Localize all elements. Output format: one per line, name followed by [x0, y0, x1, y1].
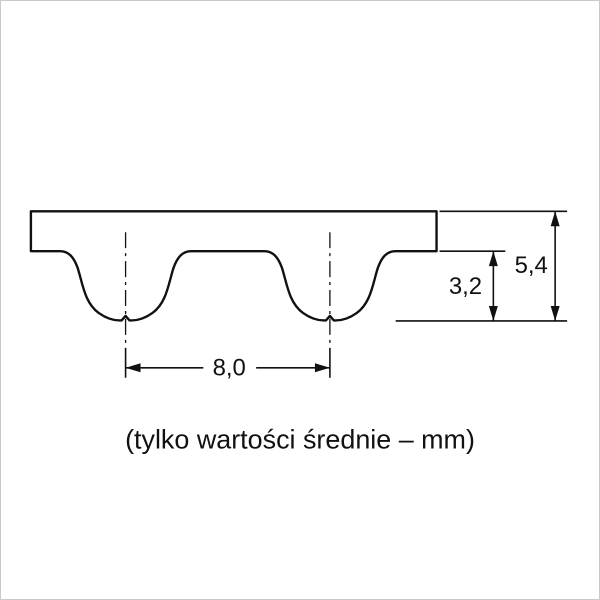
- tooth-height-arrow-bottom-icon: [488, 305, 498, 321]
- belt-height-arrow-top-icon: [550, 211, 560, 227]
- pitch-dimension-label: 8,0: [213, 355, 246, 382]
- belt-cross-section: [29, 210, 438, 322]
- belt-height-dimension-label: 5,4: [515, 252, 548, 279]
- pitch-arrow-left-icon: [125, 363, 141, 373]
- tooth-height-arrow-top-icon: [488, 251, 498, 267]
- pitch-arrow-right-icon: [314, 363, 330, 373]
- tooth-height-dimension-label: 3,2: [449, 273, 482, 300]
- caption-text: (tylko wartości średnie – mm): [125, 425, 475, 455]
- belt-height-arrow-bottom-icon: [550, 305, 560, 321]
